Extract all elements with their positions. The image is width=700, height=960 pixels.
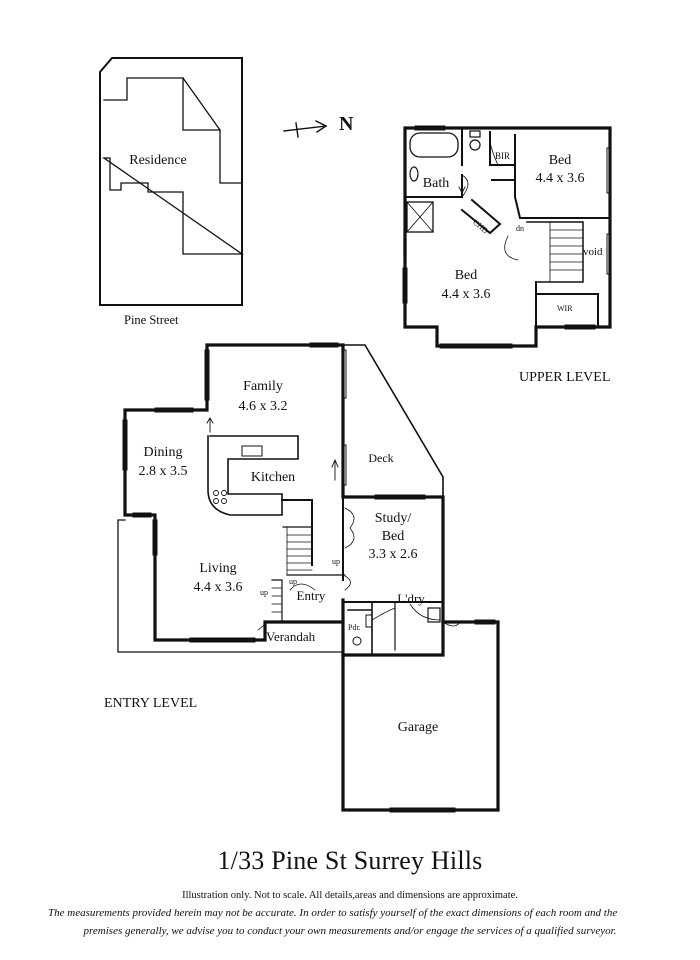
upper-dn-label: dn [516,224,524,233]
upper-void-label: void [583,246,603,258]
study-name: Study/ [374,511,412,526]
entry-label: Entry [296,588,326,603]
up-label-2: up [289,577,297,586]
upper-bed1-name: Bed [548,153,572,168]
site-plan [99,57,245,306]
disclaimer-line-2: The measurements provided herein may not… [48,907,618,919]
powder-label: Pdr. [348,623,361,632]
laundry-label: L'dry [397,591,425,606]
north-label: N [339,113,354,135]
upper-bed2-dims: 4.4 x 3.6 [441,287,491,302]
dining-dims: 2.8 x 3.5 [138,464,188,479]
dining-name: Dining [143,445,183,460]
garage-label: Garage [397,720,439,735]
verandah-label: Verandah [266,629,316,644]
up-label-3: up [260,588,268,597]
family-name: Family [243,379,283,394]
study-dims: 3.3 x 2.6 [368,547,418,562]
disclaimer-line-1: Illustration only. Not to scale. All det… [182,890,518,901]
address-title: 1/33 Pine St Surrey Hills [217,846,483,875]
disclaimer-line-3: premises generally, we advise you to con… [83,925,617,937]
living-name: Living [199,561,237,576]
upper-wir-label: WIR [557,304,573,313]
upper-bath-label: Bath [422,176,450,191]
upper-level-title: UPPER LEVEL [519,370,611,385]
site-street-label: Pine Street [124,313,179,327]
upper-level-plan [402,125,612,349]
upper-bed2-name: Bed [454,268,478,283]
north-arrow-icon [283,120,327,138]
study-name-2: Bed [381,529,405,544]
entry-level-plan [117,179,500,813]
upper-bed1-dims: 4.4 x 3.6 [535,171,585,186]
deck-label: Deck [368,451,394,465]
living-dims: 4.4 x 3.6 [193,580,243,595]
site-boundary [99,57,243,306]
kitchen-label: Kitchen [250,470,296,485]
family-dims: 4.6 x 3.2 [238,399,288,414]
upper-bir-label: BIR [495,151,511,161]
entry-level-title: ENTRY LEVEL [104,696,198,711]
up-label-1: up [332,557,340,566]
site-residence-label: Residence [129,153,187,168]
